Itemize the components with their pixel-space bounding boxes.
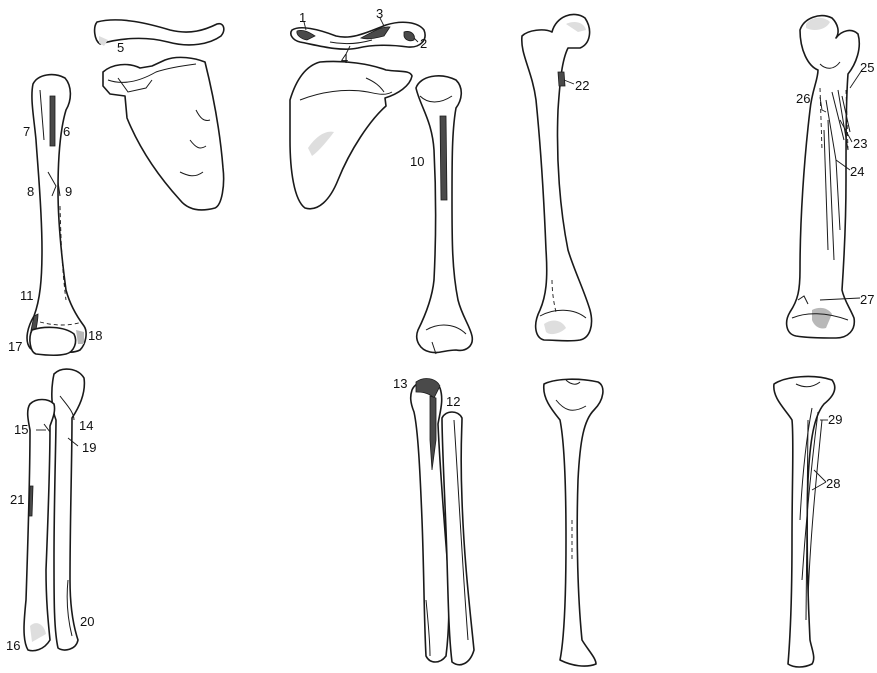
label-4: 4 — [341, 51, 348, 66]
forearm-left — [24, 369, 84, 651]
label-9: 9 — [65, 184, 72, 199]
label-10: 10 — [410, 154, 424, 169]
label-6: 6 — [63, 124, 70, 139]
label-17: 17 — [8, 339, 22, 354]
label-11: 11 — [20, 288, 34, 303]
label-22: 22 — [575, 78, 589, 93]
label-21: 21 — [10, 492, 24, 507]
label-24: 24 — [850, 164, 864, 179]
label-7: 7 — [23, 124, 30, 139]
label-27: 27 — [860, 292, 874, 307]
label-18: 18 — [88, 328, 102, 343]
label-26: 26 — [796, 91, 810, 106]
label-29: 29 — [828, 412, 842, 427]
clavicle-left — [95, 20, 224, 46]
label-20: 20 — [80, 614, 94, 629]
femur-left — [522, 14, 592, 340]
label-1: 1 — [299, 10, 306, 25]
label-28: 28 — [826, 476, 840, 491]
label-2: 2 — [420, 36, 427, 51]
clavicle-right — [291, 22, 425, 49]
label-5: 5 — [117, 40, 124, 55]
scapula-right — [290, 61, 412, 208]
femur-right — [787, 16, 860, 338]
label-25: 25 — [860, 60, 874, 75]
label-23: 23 — [853, 136, 867, 151]
tibia-left — [544, 379, 603, 666]
label-16: 16 — [6, 638, 20, 653]
label-12: 12 — [446, 394, 460, 409]
humerus-left — [27, 75, 86, 356]
label-19: 19 — [82, 440, 96, 455]
label-15: 15 — [14, 422, 28, 437]
label-3: 3 — [376, 6, 383, 21]
scapula-left — [103, 57, 224, 210]
label-8: 8 — [27, 184, 34, 199]
label-13: 13 — [393, 376, 407, 391]
humerus-right — [416, 76, 472, 354]
forearm-right — [411, 379, 474, 665]
label-14: 14 — [79, 418, 93, 433]
